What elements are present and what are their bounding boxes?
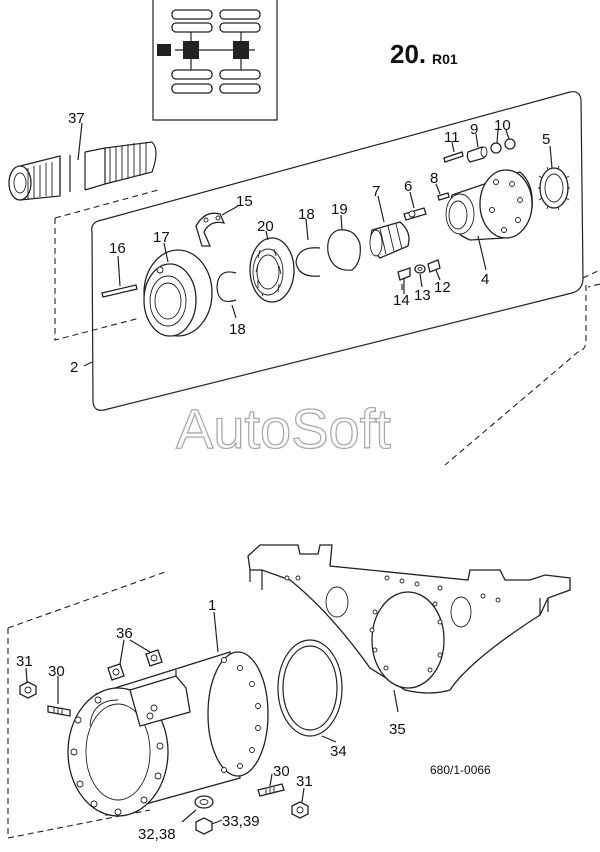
callout-15: 15: [236, 193, 253, 210]
callout-30-right: 30: [273, 763, 290, 780]
cap-screw: [397, 267, 411, 294]
callout-20: 20: [257, 218, 274, 235]
circlip: [327, 214, 361, 271]
plug-10: [490, 129, 516, 154]
callout-10: 10: [494, 117, 511, 134]
callout-33-39: 33,39: [222, 813, 260, 830]
callout-2: 2: [70, 359, 78, 376]
callout-8: 8: [430, 170, 438, 187]
pin-11: [443, 141, 464, 163]
callout-18-lower: 18: [229, 321, 246, 338]
plug-9: [466, 133, 488, 163]
callout-32-38: 32,38: [138, 826, 176, 843]
callout-36: 36: [116, 625, 133, 642]
callout-31-right: 31: [296, 773, 313, 790]
callout-17: 17: [153, 229, 170, 246]
watermark: AutoSoft: [176, 397, 391, 460]
snap-ring-upper: [295, 218, 321, 277]
snap-ring-lower: [216, 271, 237, 319]
callout-labels: 37 11 9 10 5 8 6 7 15 18 19 20 16 17 18 …: [16, 110, 550, 843]
bearing-carrier: [143, 242, 213, 337]
callout-11: 11: [444, 129, 460, 146]
callout-34: 34: [330, 743, 347, 760]
wheel-hub: [445, 169, 533, 271]
callout-30-left: 30: [48, 663, 65, 680]
retaining-ring: [195, 205, 239, 247]
callout-9: 9: [470, 121, 478, 138]
drive-shaft: [8, 122, 157, 201]
callout-6: 6: [404, 178, 412, 195]
sleeve: [369, 195, 410, 259]
drain-fitting: [181, 795, 223, 835]
stud-right: [257, 773, 285, 797]
callout-14: 14: [393, 292, 410, 309]
nut-left: [19, 667, 37, 699]
washer: [414, 264, 426, 288]
callout-37: 37: [68, 110, 85, 127]
callout-5: 5: [542, 131, 550, 148]
roller-bearing: [249, 230, 295, 303]
callout-7: 7: [372, 183, 380, 200]
o-ring: [277, 639, 343, 743]
callout-16: 16: [109, 240, 126, 257]
splined-ring: [538, 145, 570, 211]
callout-1: 1: [208, 597, 216, 614]
stud-left: [47, 676, 71, 717]
location-inset: [152, 0, 278, 121]
nut-right: [291, 787, 309, 819]
callout-12: 12: [434, 279, 451, 296]
bolt: [403, 191, 427, 221]
callout-35: 35: [389, 721, 406, 738]
grease-nipples: [107, 639, 163, 681]
callout-4: 4: [481, 271, 489, 288]
drawing-number: 680/1-0066: [430, 763, 491, 777]
screw: [435, 183, 450, 201]
callout-13: 13: [414, 287, 431, 304]
pin: [101, 255, 138, 298]
callout-19: 19: [331, 201, 348, 218]
axle-housing: [67, 611, 269, 817]
revision-code: R01: [432, 51, 458, 67]
group-number: 20.: [390, 39, 426, 69]
callout-18-upper: 18: [298, 206, 315, 223]
callout-31-left: 31: [16, 653, 33, 670]
mounting-bracket: [247, 544, 571, 713]
lock-plate: [427, 259, 441, 281]
